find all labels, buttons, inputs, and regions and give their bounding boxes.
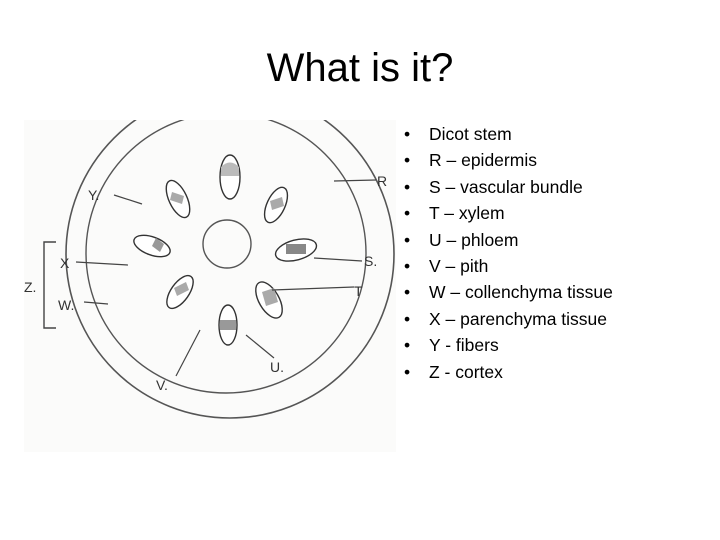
epidermis-outline <box>65 120 395 419</box>
bullet-item: • W – collenchyma tissue <box>404 279 613 305</box>
label-t: T <box>354 283 363 299</box>
bullet-marker: • <box>404 229 411 250</box>
bullet-item: • R – epidermis <box>404 147 613 173</box>
bullet-item: • U – phloem <box>404 227 613 253</box>
bullet-marker: • <box>404 255 411 276</box>
pith-circle <box>202 219 252 269</box>
bullet-marker: • <box>404 150 411 171</box>
bullet-text: U – phloem <box>429 229 519 250</box>
leader-line <box>75 261 129 266</box>
bullet-text: W – collenchyma tissue <box>429 282 613 303</box>
label-z: Z. <box>24 279 36 295</box>
cortex-bracket <box>43 241 56 329</box>
bullet-marker: • <box>404 176 411 197</box>
vascular-bundle <box>166 274 194 310</box>
bullet-text: S – vascular bundle <box>429 176 583 197</box>
leader-line <box>113 194 143 205</box>
leader-line <box>333 179 377 182</box>
bullet-item: • T – xylem <box>404 200 613 226</box>
bullet-text: Dicot stem <box>429 124 512 144</box>
label-s: S. <box>364 253 377 269</box>
label-w: W. <box>58 297 74 313</box>
label-x: X <box>60 255 70 271</box>
bullet-marker: • <box>404 308 411 329</box>
bullet-item: • X – parenchyma tissue <box>404 306 613 332</box>
bullet-item: • Y - fibers <box>404 332 613 358</box>
label-v: V. <box>156 377 168 393</box>
vascular-bundle <box>218 304 238 346</box>
diagram-paper <box>24 120 396 452</box>
bullet-item: • Dicot stem <box>404 121 613 147</box>
bullet-marker: • <box>404 124 411 144</box>
vascular-bundle <box>255 281 283 319</box>
vascular-bundle <box>133 234 171 258</box>
vascular-bundle <box>263 186 289 224</box>
bullet-text: Y - fibers <box>429 335 499 356</box>
bullet-marker: • <box>404 282 411 303</box>
bullet-text: T – xylem <box>429 203 505 224</box>
bullet-item: • V – pith <box>404 253 613 279</box>
vascular-bundle <box>274 238 318 262</box>
bullet-text: V – pith <box>429 255 489 276</box>
bullet-item: • Z - cortex <box>404 359 613 385</box>
leader-line <box>245 334 275 359</box>
label-y: Y. <box>88 187 99 203</box>
leader-line <box>175 329 201 377</box>
bullet-list: • Dicot stem • R – epidermis • S – vascular… <box>404 121 613 385</box>
dicot-stem-diagram: Y. R X S. Z. W. T V. U. <box>24 120 396 452</box>
bullet-text: R – epidermis <box>429 150 537 171</box>
bullet-text: Z - cortex <box>429 361 503 382</box>
leader-line <box>83 301 109 305</box>
cortex-outline <box>85 120 367 394</box>
bullet-marker: • <box>404 335 411 356</box>
leader-line <box>271 286 355 291</box>
slide-title: What is it? <box>266 46 454 90</box>
bullet-marker: • <box>404 203 411 224</box>
bullet-item: • S – vascular bundle <box>404 174 613 200</box>
label-u: U. <box>270 359 284 375</box>
leader-line <box>313 257 363 262</box>
vascular-bundle <box>219 154 241 200</box>
bullet-text: X – parenchyma tissue <box>429 308 608 329</box>
vascular-bundle <box>165 179 191 219</box>
label-r: R <box>377 173 387 189</box>
bullet-marker: • <box>404 361 411 382</box>
